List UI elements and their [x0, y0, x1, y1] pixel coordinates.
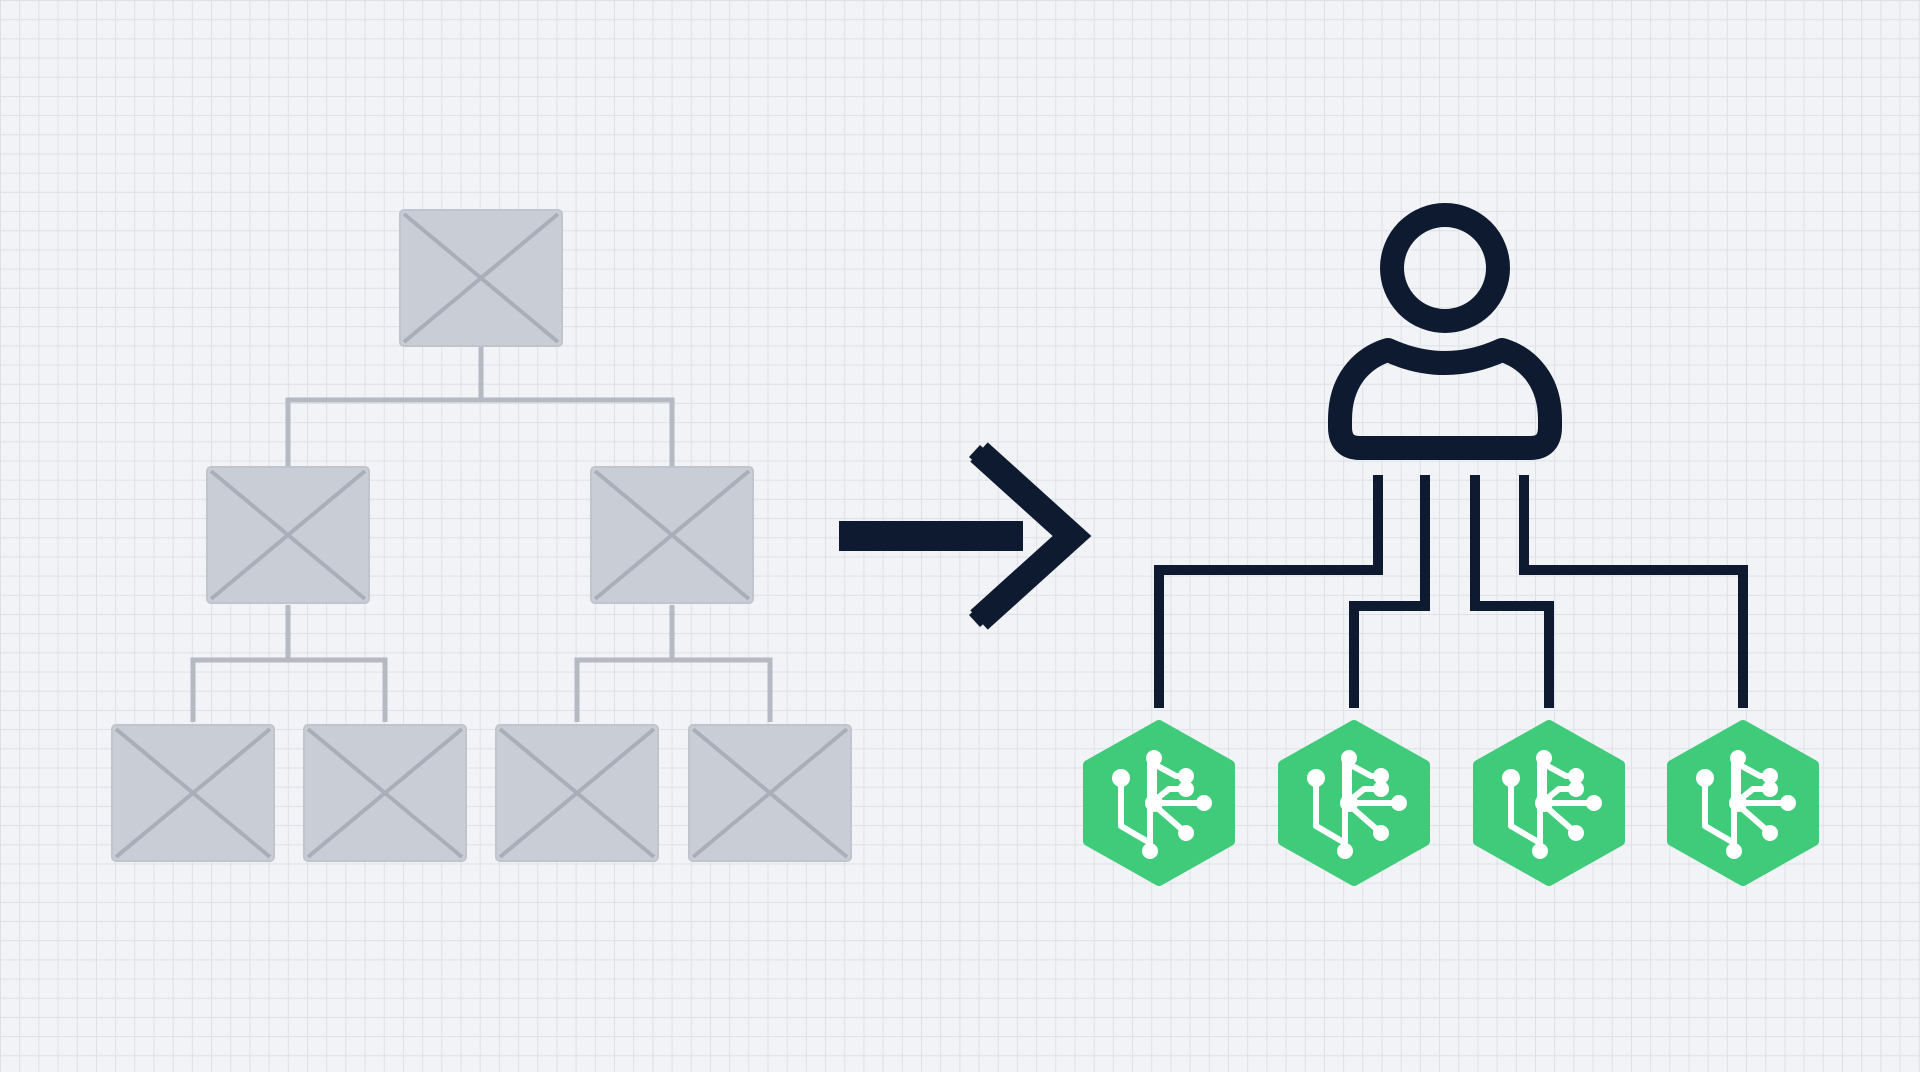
- left-connectors: [190, 346, 773, 722]
- placeholder-box-icon: [206, 466, 370, 604]
- placeholder-box-mid-left: [206, 466, 370, 604]
- ai-agent-hexagon-icon: [1667, 720, 1819, 886]
- agent-3: [1473, 720, 1625, 886]
- placeholder-box-icon: [111, 724, 275, 862]
- placeholder-box-root: [399, 209, 563, 347]
- agent-4: [1667, 720, 1819, 886]
- placeholder-box-leaf-4: [688, 724, 852, 862]
- right-hierarchy: [1083, 203, 1819, 886]
- placeholder-box-icon: [688, 724, 852, 862]
- placeholder-box-icon: [399, 209, 563, 347]
- placeholder-box-icon: [303, 724, 467, 862]
- placeholder-box-leaf-1: [111, 724, 275, 862]
- placeholder-box-icon: [495, 724, 659, 862]
- ai-agent-hexagon-icon: [1473, 720, 1625, 886]
- placeholder-box-mid-right: [590, 466, 754, 604]
- placeholder-box-icon: [590, 466, 754, 604]
- right-connectors: [1154, 475, 1748, 708]
- ai-agent-hexagon-icon: [1083, 720, 1235, 886]
- agent-1: [1083, 720, 1235, 886]
- agent-2: [1278, 720, 1430, 886]
- ai-agent-hexagon-icon: [1278, 720, 1430, 886]
- arrow-right-icon: [839, 442, 1092, 630]
- user-icon: [1328, 203, 1562, 460]
- left-hierarchy: [111, 209, 852, 862]
- placeholder-box-leaf-2: [303, 724, 467, 862]
- placeholder-box-leaf-3: [495, 724, 659, 862]
